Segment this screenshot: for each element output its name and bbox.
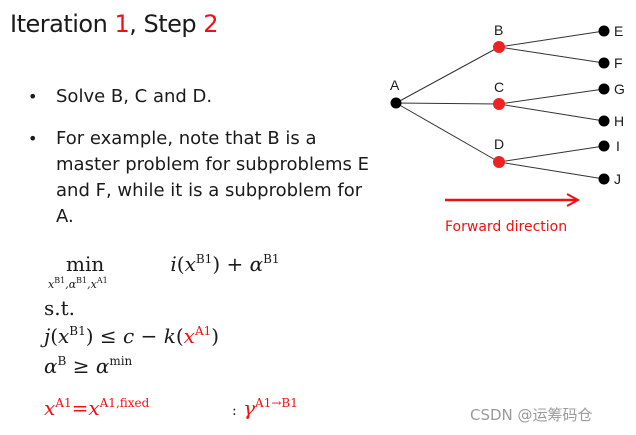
forward-direction-caption: Forward direction: [445, 219, 568, 235]
bullet-icon: •: [28, 87, 38, 106]
node-label-e: E: [614, 23, 624, 39]
bullet-item: • For example, note that B is a master p…: [28, 126, 378, 230]
scenario-tree-diagram: A B C D E F G H I J: [380, 10, 636, 250]
node-label-a: A: [390, 77, 400, 93]
objective-row: min xB1,αB1,xA1 i(xB1) + αB1: [46, 252, 280, 291]
bullet-text: For example, note that B is a master pro…: [56, 128, 370, 227]
bullet-icon: •: [28, 129, 38, 148]
tree-graphic: [390, 25, 610, 207]
constraint-2: αB ≥ αmin: [44, 354, 133, 378]
objective-expression: i(xB1) + αB1: [170, 252, 280, 276]
min-operator: min: [66, 252, 105, 276]
slide-title: Iteration 1, Step 2: [10, 10, 219, 38]
title-prefix: Iteration: [10, 10, 115, 38]
watermark: CSDN @运筹码仓: [470, 406, 593, 424]
node-label-f: F: [614, 55, 623, 71]
node-label-g: G: [614, 81, 625, 97]
node-label-b: B: [494, 22, 504, 38]
bullet-item: • Solve B, C and D.: [28, 84, 398, 110]
bullet-text: Solve B, C and D.: [56, 86, 213, 107]
step-number: 2: [203, 10, 219, 38]
bullet-list: • Solve B, C and D. • For example, note …: [28, 84, 398, 246]
constraint-1: j(xB1) ≤ c − k(xA1): [44, 324, 220, 348]
node-label-h: H: [614, 113, 625, 129]
fix-constraint: xA1=xA1,fixed: [44, 396, 150, 420]
node-label-d: D: [494, 136, 505, 152]
dual-variable: : γA1→B1: [232, 396, 298, 420]
node-label-c: C: [494, 79, 505, 95]
iteration-number: 1: [114, 10, 130, 38]
title-mid: , Step: [129, 10, 204, 38]
min-variables: xB1,αB1,xA1: [48, 276, 108, 291]
subject-to-label: s.t.: [44, 296, 76, 320]
node-label-i: I: [616, 138, 620, 154]
node-label-j: J: [614, 171, 621, 187]
